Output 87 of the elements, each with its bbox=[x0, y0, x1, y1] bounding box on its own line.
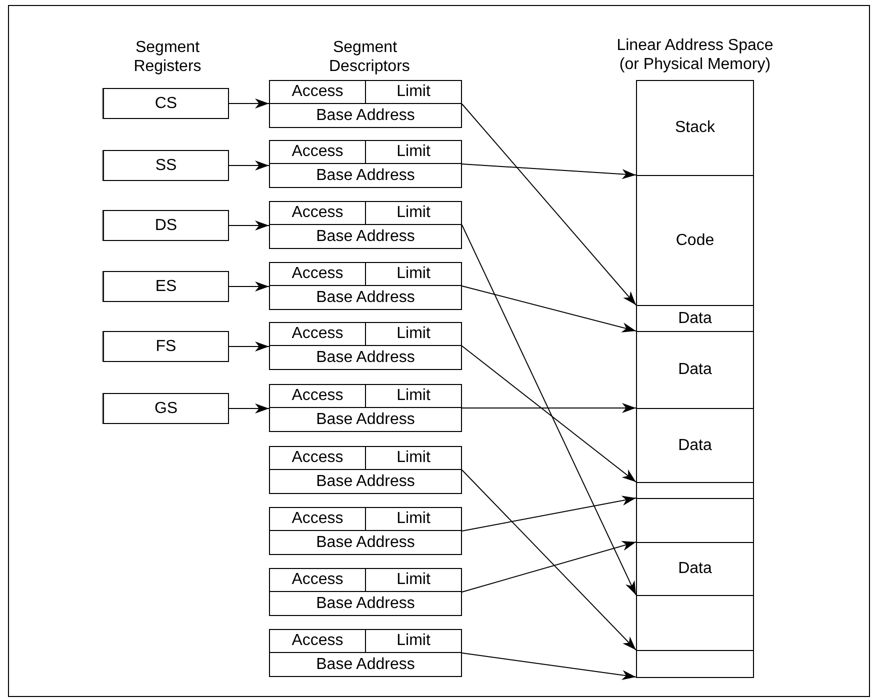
column-heading: Linear Address Space (or Physical Memory) bbox=[616, 36, 774, 74]
register-box bbox=[103, 210, 229, 241]
memory-segment bbox=[636, 408, 754, 483]
descriptor-box bbox=[269, 262, 462, 310]
arrow bbox=[462, 164, 636, 180]
descriptor-field: Base Address bbox=[270, 408, 461, 431]
descriptor-field: Base Address bbox=[270, 346, 461, 369]
arrow bbox=[462, 346, 636, 482]
descriptor-field: Access bbox=[270, 141, 366, 164]
register-box bbox=[103, 271, 229, 302]
descriptor-field: Access bbox=[270, 385, 366, 408]
descriptor-box bbox=[269, 568, 462, 616]
memory-segment bbox=[636, 482, 754, 499]
descriptor-field: Access bbox=[270, 569, 366, 592]
memory-segment bbox=[636, 331, 754, 409]
descriptor-field: Limit bbox=[366, 447, 461, 470]
memory-segment bbox=[636, 542, 754, 596]
descriptor-box bbox=[269, 629, 462, 677]
arrow bbox=[462, 470, 636, 650]
segment-label: Stack bbox=[674, 119, 715, 137]
descriptor-field: Base Address bbox=[270, 286, 461, 309]
descriptor-field: Limit bbox=[366, 323, 461, 346]
column-heading: Segment Descriptors bbox=[328, 38, 411, 76]
memory-segment bbox=[636, 650, 754, 678]
memory-segment bbox=[636, 498, 754, 543]
register-box bbox=[103, 393, 229, 424]
memory-segment bbox=[636, 175, 754, 306]
descriptor-field: Limit bbox=[366, 630, 461, 653]
segment-label: Data bbox=[678, 560, 712, 578]
arrow bbox=[228, 404, 270, 414]
arrow bbox=[462, 541, 636, 592]
descriptor-field: Limit bbox=[366, 569, 461, 592]
descriptor-box bbox=[269, 384, 462, 432]
descriptor-field: Limit bbox=[366, 385, 461, 408]
descriptor-box bbox=[269, 322, 462, 370]
descriptor-field: Base Address bbox=[270, 592, 461, 615]
descriptor-field: Access bbox=[270, 202, 366, 225]
descriptor-field: Access bbox=[270, 447, 366, 470]
descriptor-field: Limit bbox=[366, 141, 461, 164]
arrow bbox=[462, 286, 636, 332]
arrow bbox=[228, 220, 270, 230]
descriptor-field: Base Address bbox=[270, 164, 461, 187]
descriptor-field: Base Address bbox=[270, 470, 461, 493]
descriptor-box bbox=[269, 140, 462, 188]
descriptor-field: Access bbox=[270, 81, 366, 104]
register-name: GS bbox=[154, 400, 178, 418]
segment-label: Data bbox=[678, 436, 712, 454]
descriptor-box bbox=[269, 446, 462, 494]
descriptor-field: Access bbox=[270, 263, 366, 286]
arrow bbox=[462, 403, 636, 413]
descriptor-field: Limit bbox=[366, 508, 461, 531]
descriptor-field: Limit bbox=[366, 202, 461, 225]
segment-label: Data bbox=[678, 310, 712, 328]
segment-label: Data bbox=[678, 361, 712, 379]
arrow bbox=[228, 160, 270, 170]
register-box bbox=[103, 331, 229, 362]
descriptor-field: Access bbox=[270, 630, 366, 653]
descriptor-box bbox=[269, 507, 462, 555]
memory-segment bbox=[636, 595, 754, 651]
segment-label: Code bbox=[676, 232, 714, 250]
descriptor-field: Access bbox=[270, 323, 366, 346]
descriptor-box bbox=[269, 201, 462, 249]
descriptor-field: Base Address bbox=[270, 531, 461, 554]
register-name: CS bbox=[154, 94, 178, 112]
arrow bbox=[462, 224, 636, 596]
descriptor-field: Base Address bbox=[270, 225, 461, 248]
arrow bbox=[462, 496, 636, 532]
register-name: ES bbox=[155, 278, 177, 296]
arrow bbox=[228, 342, 270, 352]
register-name: DS bbox=[154, 216, 178, 234]
register-box bbox=[103, 150, 229, 181]
memory-segment bbox=[636, 80, 754, 176]
register-name: SS bbox=[155, 156, 177, 174]
descriptor-field: Base Address bbox=[270, 104, 461, 127]
arrow bbox=[462, 652, 636, 680]
memory-segment bbox=[636, 305, 754, 332]
arrow bbox=[228, 98, 270, 108]
descriptor-field: Base Address bbox=[270, 653, 461, 676]
arrow bbox=[228, 282, 270, 292]
descriptor-field: Limit bbox=[366, 81, 461, 104]
column-heading: Segment Registers bbox=[132, 38, 202, 76]
register-name: FS bbox=[156, 338, 176, 356]
register-box bbox=[103, 88, 229, 119]
descriptor-box bbox=[269, 80, 462, 128]
arrow bbox=[462, 104, 636, 306]
descriptor-field: Access bbox=[270, 508, 366, 531]
descriptor-field: Limit bbox=[366, 263, 461, 286]
